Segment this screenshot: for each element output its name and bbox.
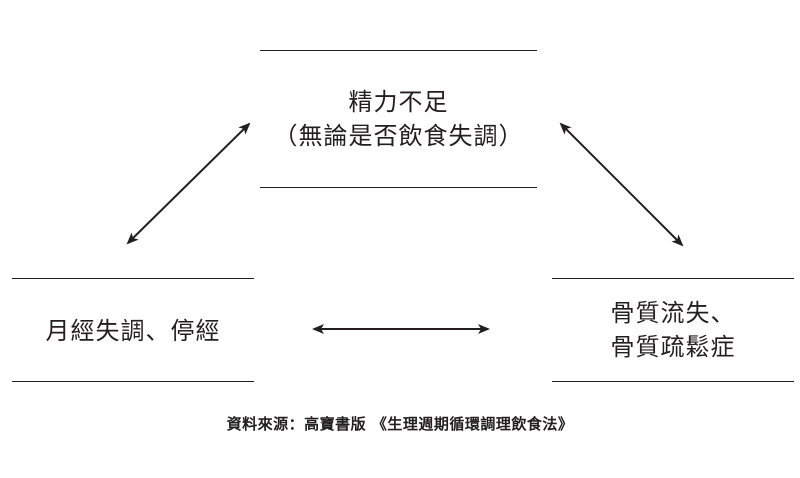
top-node-label: 精力不足 （無論是否飲食失調） bbox=[260, 85, 537, 153]
right-node-label: 骨質流失、 骨質疏鬆症 bbox=[552, 296, 794, 364]
right-node-bottom-rule bbox=[552, 381, 794, 382]
left-node-bottom-rule bbox=[12, 381, 254, 382]
top-node-line1: 精力不足 bbox=[348, 88, 449, 116]
arrow-top-right bbox=[559, 122, 684, 247]
left-node-label: 月經失調、停經 bbox=[12, 314, 254, 348]
source-caption: 資料來源：高寶書版 《生理週期循環調理飲食法》 bbox=[226, 415, 574, 433]
left-node-line1: 月經失調、停經 bbox=[45, 317, 221, 345]
right-node-line1: 骨質流失、 bbox=[610, 299, 736, 327]
arrow-top-left bbox=[126, 122, 251, 245]
top-node-line2: （無論是否飲食失調） bbox=[273, 122, 524, 150]
right-node-line2: 骨質疏鬆症 bbox=[610, 333, 736, 361]
right-node-top-rule bbox=[552, 278, 794, 279]
top-node-top-rule bbox=[260, 50, 537, 51]
top-node-bottom-rule bbox=[260, 187, 537, 188]
left-node-top-rule bbox=[12, 278, 254, 279]
